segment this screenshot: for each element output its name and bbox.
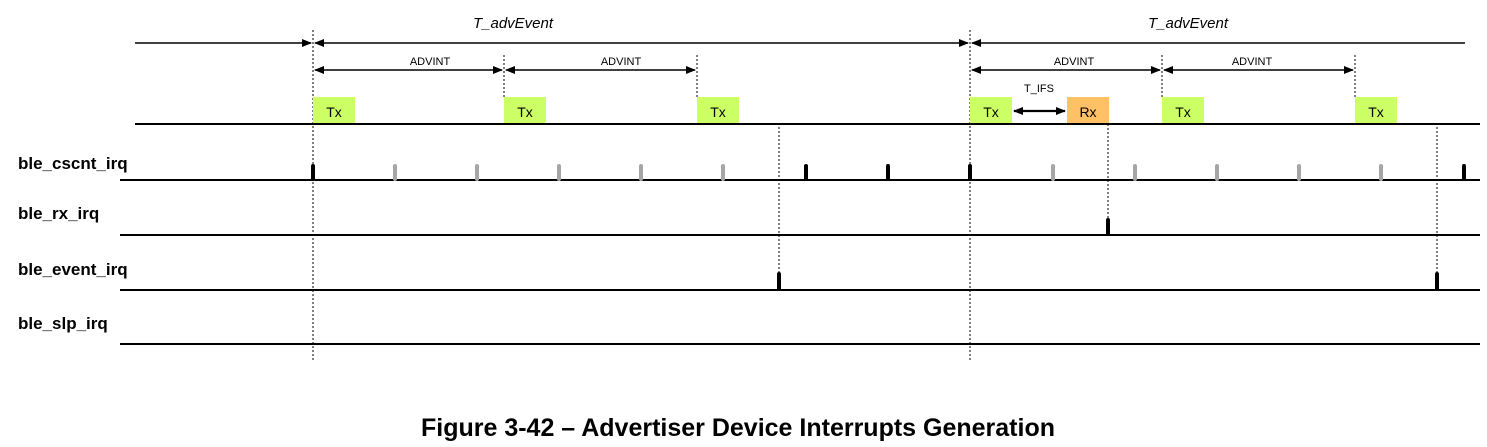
tx-box-6-label: Tx <box>1368 104 1384 120</box>
advint-label-4: ADVINT <box>1232 56 1273 68</box>
tx-box-4 <box>970 97 1012 124</box>
tx-box-1-label: Tx <box>326 104 342 120</box>
reference-lines <box>312 30 1438 360</box>
rx-box-label: Rx <box>1079 104 1096 120</box>
signal-label-rx: ble_rx_irq <box>18 204 99 223</box>
signal-lines <box>120 179 1480 345</box>
tx-box-3 <box>697 97 739 124</box>
t-adv-event-label-1: T_advEvent <box>473 15 554 32</box>
packet-boxes: Tx Tx Tx Tx Rx Tx Tx <box>313 97 1397 124</box>
tx-box-6 <box>1355 97 1397 124</box>
interrupt-pulses <box>311 164 1466 291</box>
signal-label-event: ble_event_irq <box>18 260 128 279</box>
tx-box-5-label: Tx <box>1175 104 1191 120</box>
tx-box-1 <box>313 97 355 124</box>
tx-box-5 <box>1162 97 1204 124</box>
advint-label-2: ADVINT <box>601 56 642 68</box>
signal-label-slp: ble_slp_irq <box>18 314 108 333</box>
rx-box <box>1067 97 1109 124</box>
advint-label-1: ADVINT <box>410 56 451 68</box>
t-adv-event-label-2: T_advEvent <box>1148 15 1229 32</box>
advint-label-3: ADVINT <box>1054 56 1095 68</box>
figure-caption: Figure 3-42 – Advertiser Device Interrup… <box>421 414 1055 442</box>
tx-box-2 <box>504 97 546 124</box>
tx-box-4-label: Tx <box>983 104 999 120</box>
t-ifs-label: T_IFS <box>1024 83 1054 95</box>
signal-label-cscnt: ble_cscnt_irq <box>18 154 128 173</box>
tx-box-3-label: Tx <box>710 104 726 120</box>
tx-box-2-label: Tx <box>517 104 533 120</box>
